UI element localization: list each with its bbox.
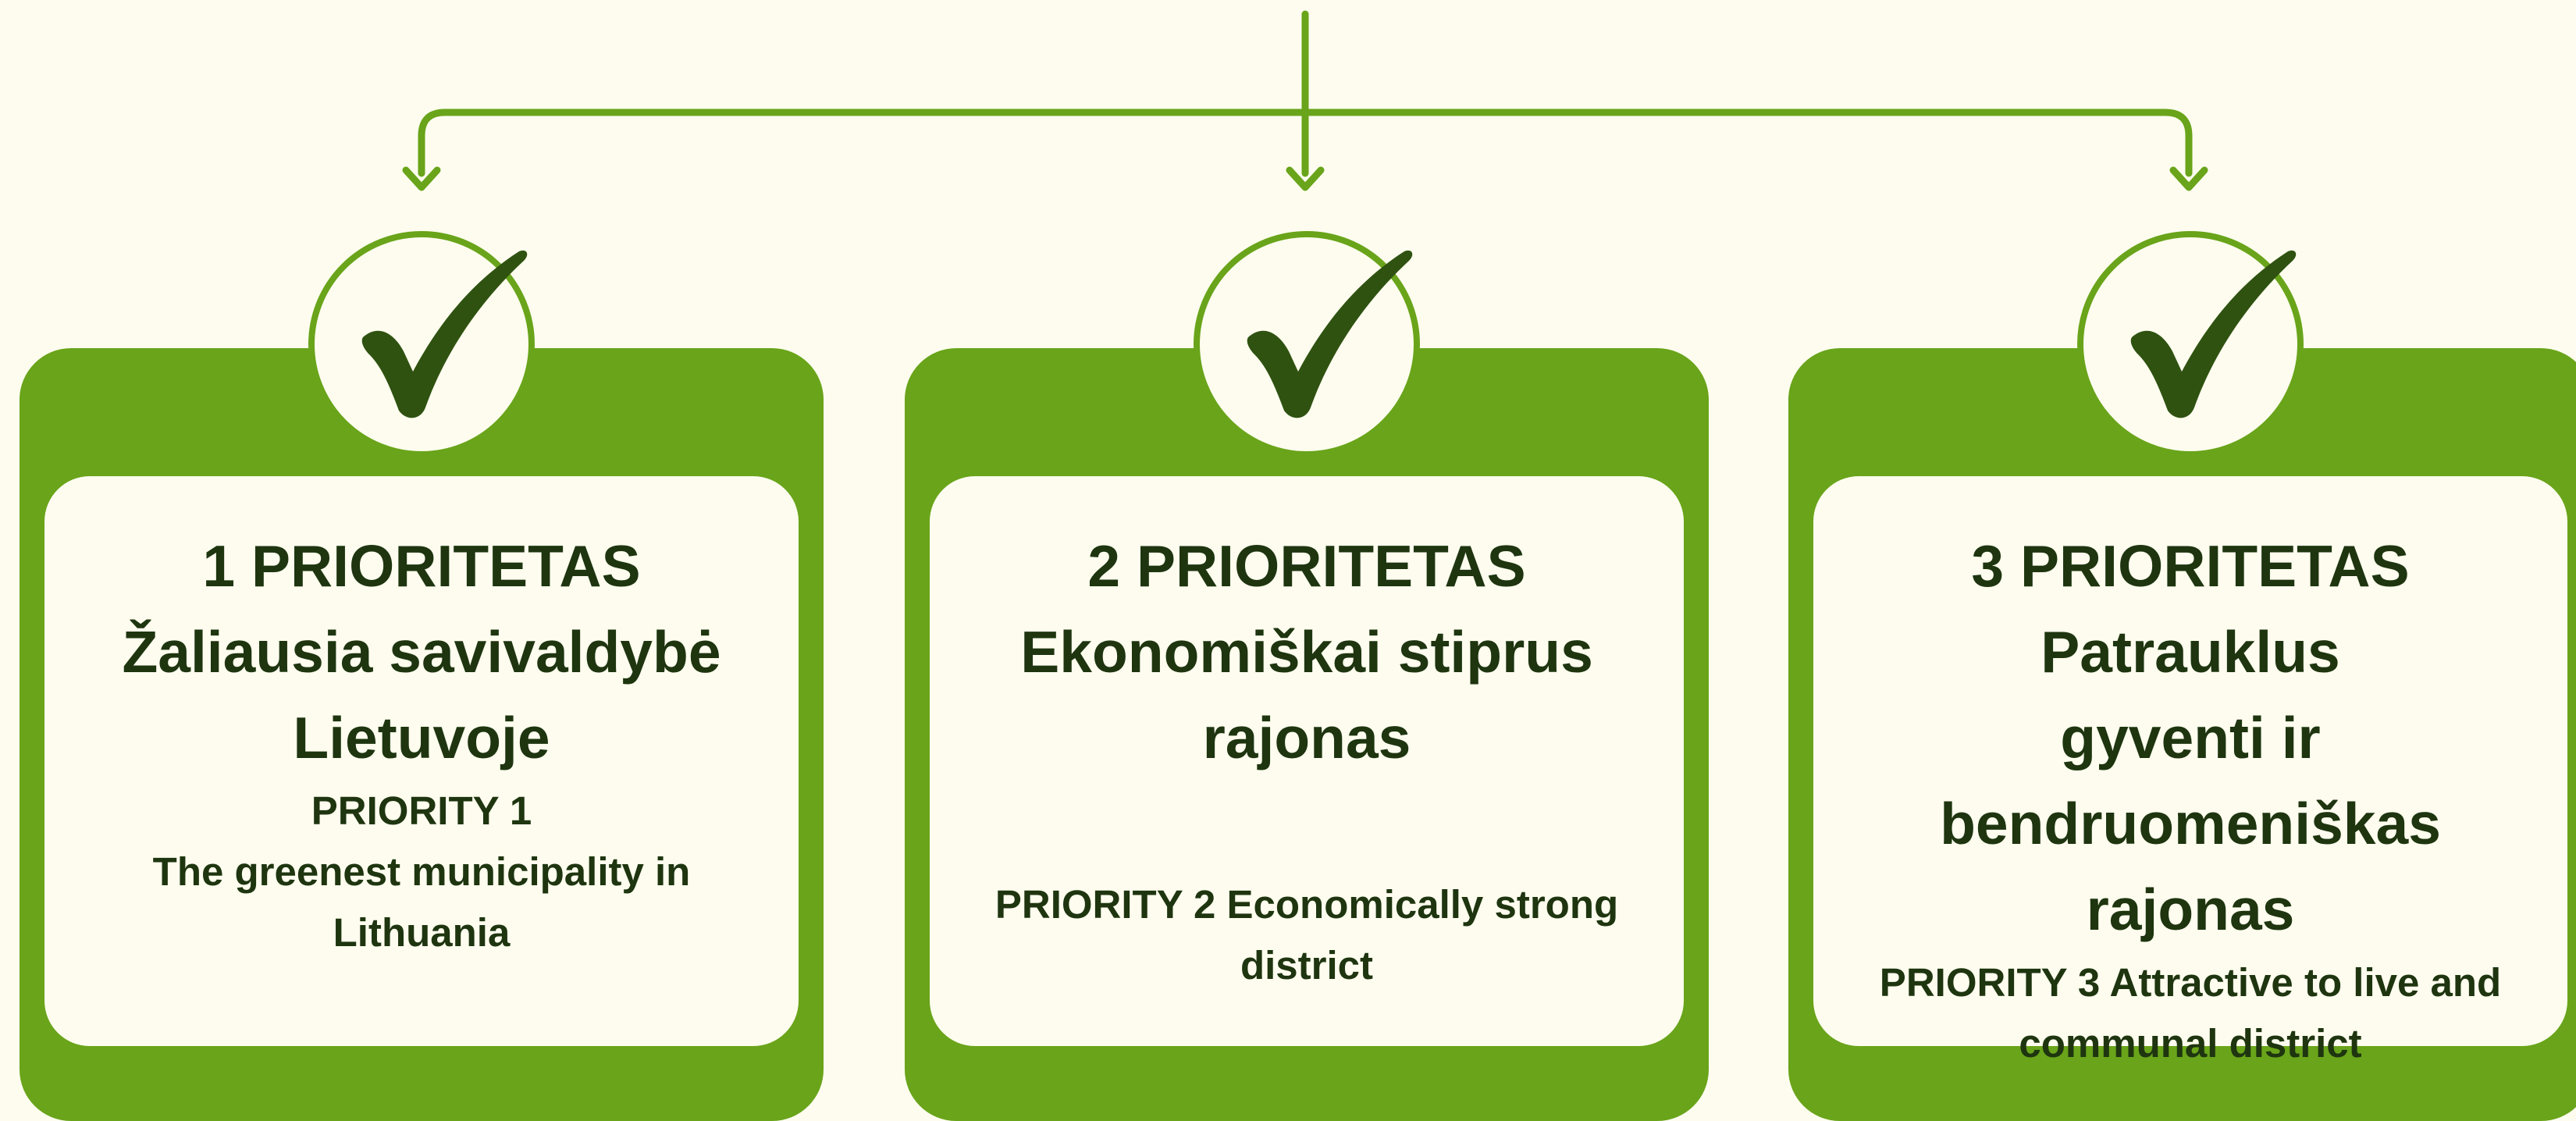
- priority-card-1: 1 PRIORITETAS Žaliausia savivaldybė Liet…: [20, 231, 824, 1121]
- priority-card-2-body: 2 PRIORITETAS Ekonomiškai stiprus rajona…: [930, 476, 1684, 1046]
- priority-card-2: 2 PRIORITETAS Ekonomiškai stiprus rajona…: [905, 231, 1709, 1121]
- priority-3-title-line-3: rajonas: [2086, 877, 2295, 942]
- priority-2-title-line-3: rajonas: [1202, 705, 1411, 770]
- priority-3-title-line-2: gyventi ir bendruomeniškas: [1940, 705, 2441, 856]
- connector-right-branch: [1301, 109, 2193, 177]
- arrow-head-3: [2169, 166, 2208, 191]
- checkmark-icon: [361, 250, 528, 418]
- priority-2-title-line-1: 2 PRIORITETAS: [1087, 533, 1526, 599]
- priority-1-title-line-1: 1 PRIORITETAS: [202, 533, 641, 599]
- priority-1-english-line-3: Lithuania: [333, 910, 511, 955]
- arrow-head-1: [402, 166, 441, 191]
- priority-3-english-line-1: PRIORITY 3 Attractive to live and: [1879, 960, 2502, 1005]
- priority-2-badge: [1194, 231, 1420, 457]
- priority-3-english-line-2: communal district: [2019, 1021, 2362, 1066]
- connector-left-branch: [418, 109, 1309, 177]
- priority-2-english-line-1: PRIORITY 2 Economically strong: [994, 882, 1619, 927]
- priority-card-1-body: 1 PRIORITETAS Žaliausia savivaldybė Liet…: [44, 476, 799, 1046]
- priority-1-badge: [308, 231, 535, 457]
- priority-1-english-line-2: The greenest municipality in: [152, 849, 691, 894]
- priority-3-title-line-1: 3 PRIORITETAS Patrauklus: [1971, 533, 2410, 685]
- priority-card-3-body: 3 PRIORITETAS Patrauklus gyventi ir bend…: [1813, 476, 2567, 1066]
- priority-2-title-line-2: Ekonomiškai stiprus: [1020, 619, 1593, 685]
- priority-1-title-line-2: Žaliausia savivaldybė: [122, 619, 721, 685]
- checkmark-icon: [2130, 250, 2297, 418]
- priority-card-3: 3 PRIORITETAS Patrauklus gyventi ir bend…: [1788, 231, 2576, 1121]
- arrow-head-2: [1286, 166, 1325, 191]
- checkmark-icon: [1247, 250, 1413, 418]
- priority-1-english-line-1: PRIORITY 1: [311, 788, 532, 833]
- priority-3-badge: [2077, 231, 2304, 457]
- priority-2-english-line-2: district: [1240, 943, 1374, 988]
- connector-arrows: [402, 10, 2208, 191]
- priority-1-title-line-3: Lietuvoje: [293, 705, 550, 770]
